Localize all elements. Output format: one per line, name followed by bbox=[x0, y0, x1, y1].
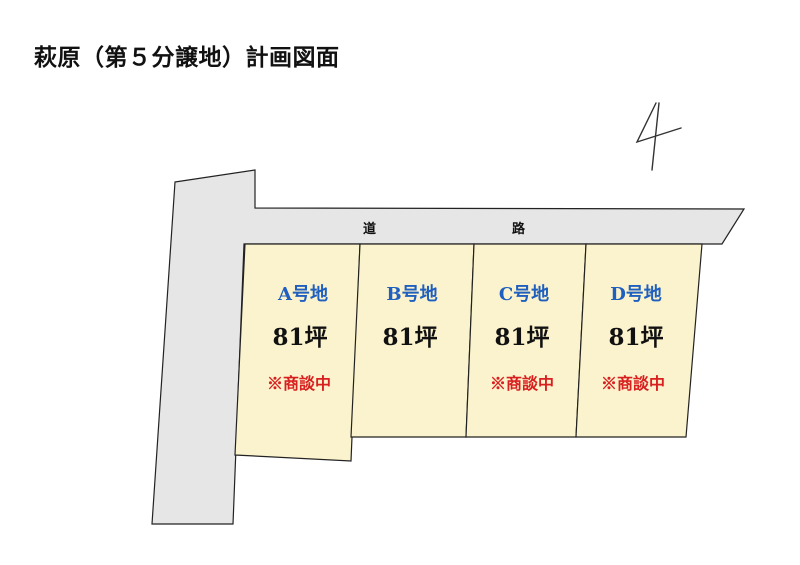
road-label-2: 路 bbox=[512, 222, 526, 237]
lot-a-area: 81坪 bbox=[272, 324, 328, 351]
page-title: 萩原（第５分譲地）計画図面 bbox=[34, 44, 340, 71]
road-label-1: 道 bbox=[363, 222, 377, 237]
lot-d-name: D号地 bbox=[610, 284, 662, 305]
road-area bbox=[151, 169, 746, 525]
lot-b-name: B号地 bbox=[386, 284, 438, 305]
lot-c-name: C号地 bbox=[498, 284, 550, 305]
lot-b-area: 81坪 bbox=[382, 324, 438, 351]
lot-d-area: 81坪 bbox=[608, 324, 664, 351]
lot-c-area: 81坪 bbox=[494, 324, 550, 351]
lot-a-name: A号地 bbox=[278, 284, 328, 305]
lot-a-parcel bbox=[234, 243, 361, 462]
lot-a-status: ※商談中 bbox=[266, 374, 331, 393]
lot-d-status: ※商談中 bbox=[600, 374, 665, 393]
lot-d-parcel bbox=[575, 243, 703, 438]
lot-c-status: ※商談中 bbox=[489, 374, 554, 393]
north-mark-icon bbox=[635, 102, 682, 171]
